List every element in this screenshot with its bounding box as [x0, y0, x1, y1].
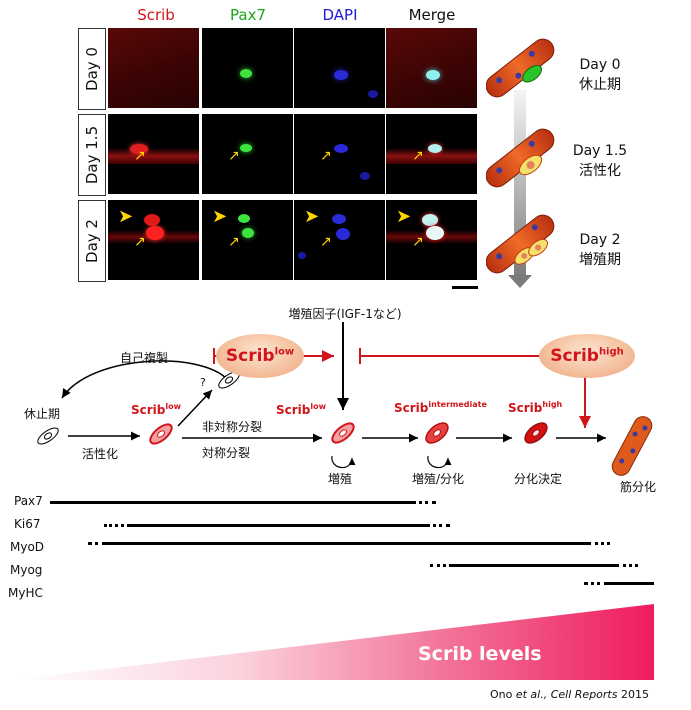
row-label-day2: Day 2: [78, 200, 106, 282]
marker-ki67: Ki67: [14, 517, 41, 531]
myogenesis-label: 筋分化: [620, 480, 657, 494]
symmetric-division-label: 対称分裂: [202, 446, 251, 460]
arrow-icon: ↗: [134, 234, 146, 250]
quiescent-label: 休止期: [24, 407, 61, 421]
timeline-bar: [106, 542, 588, 545]
stage-day0-jp: 休止期: [579, 77, 621, 93]
self-renewal-label: 自己複製: [120, 351, 169, 365]
row-label-day1-5: Day 1.5: [78, 114, 106, 196]
micrograph-pax7-day2: ➤ ↗: [202, 200, 293, 280]
header-dapi: DAPI: [322, 6, 358, 24]
scrib-intermediate-label: Scribintermediate: [394, 400, 487, 415]
arrow-icon: ↗: [412, 234, 424, 250]
arrow-icon: ↗: [134, 148, 146, 164]
micrograph-merge-day2: ➤ ↗: [386, 200, 477, 280]
timeline-bar: [50, 501, 412, 504]
marker-myhc: MyHC: [8, 586, 43, 600]
timeline-dotted: [430, 564, 452, 567]
timeline-bar: [130, 524, 426, 527]
timeline-dotted: [616, 564, 638, 567]
micrograph-dapi-day0: [294, 28, 385, 108]
growth-factor-label: 増殖因子(IGF-1など): [288, 307, 402, 321]
scrib-high-regulator: Scribhigh: [539, 334, 635, 378]
stage-day2-label: Day 2: [579, 232, 621, 248]
scrib-low-label-2: Scriblow: [276, 402, 327, 417]
stage-day1-5-jp: 活性化: [579, 163, 621, 179]
stage-day0-label: Day 0: [579, 57, 621, 73]
header-merge: Merge: [408, 6, 456, 24]
timeline-dotted: [426, 524, 450, 527]
arrow-icon: ↗: [412, 148, 424, 164]
timeline-dotted: [588, 542, 610, 545]
question-mark: ?: [200, 376, 206, 389]
marker-myog: Myog: [10, 563, 43, 577]
scale-bar: [452, 286, 478, 289]
arrow-icon: ↗: [228, 148, 240, 164]
timeline-bar: [452, 564, 616, 567]
stage-day2-jp: 増殖期: [579, 252, 621, 268]
marker-myod: MyoD: [10, 540, 45, 554]
arrowhead-icon: ➤: [304, 206, 320, 227]
stage-day1-5-label: Day 1.5: [572, 143, 628, 159]
marker-pax7: Pax7: [14, 494, 43, 508]
arrow-icon: ↗: [320, 148, 332, 164]
arrowhead-icon: ➤: [118, 206, 134, 227]
scrib-high-label: Scribhigh: [508, 400, 563, 415]
timeline-dotted: [104, 524, 130, 527]
micrograph-dapi-day1-5: ↗: [294, 114, 385, 194]
timeline-dotted: [584, 582, 608, 585]
commitment-label: 分化決定: [514, 472, 563, 486]
arrowhead-icon: ➤: [212, 206, 228, 227]
micrograph-scrib-day1-5: ↗: [108, 114, 199, 194]
prolif-diff-label: 増殖/分化: [412, 472, 465, 486]
arrowhead-icon: ➤: [396, 206, 412, 227]
asymmetric-division-label: 非対称分裂: [202, 420, 263, 434]
micrograph-pax7-day0: [202, 28, 293, 108]
micrograph-dapi-day2: ➤ ↗: [294, 200, 385, 280]
micrograph-pax7-day1-5: ↗: [202, 114, 293, 194]
header-scrib: Scrib: [137, 6, 175, 24]
header-pax7: Pax7: [230, 6, 266, 24]
timeline-dotted: [88, 542, 106, 545]
micrograph-scrib-day0: [108, 28, 199, 108]
activation-label: 活性化: [82, 447, 119, 461]
micrograph-merge-day0: [386, 28, 477, 108]
row-label-day0: Day 0: [78, 28, 106, 110]
proliferation-label: 増殖: [328, 472, 353, 486]
arrow-icon: ↗: [320, 234, 332, 250]
scrib-low-regulator: Scriblow: [216, 334, 304, 378]
micrograph-merge-day1-5: ↗: [386, 114, 477, 194]
scrib-low-label-1: Scriblow: [131, 402, 182, 417]
timeline-dotted: [412, 501, 436, 504]
fiber-stage-illustration: [486, 38, 555, 288]
arrow-icon: ↗: [228, 234, 240, 250]
citation: Ono et al., Cell Reports 2015: [490, 688, 649, 701]
micrograph-scrib-day2: ➤ ↗: [108, 200, 199, 280]
timeline-bar: [608, 582, 654, 585]
scrib-levels-label: Scrib levels: [418, 643, 542, 665]
